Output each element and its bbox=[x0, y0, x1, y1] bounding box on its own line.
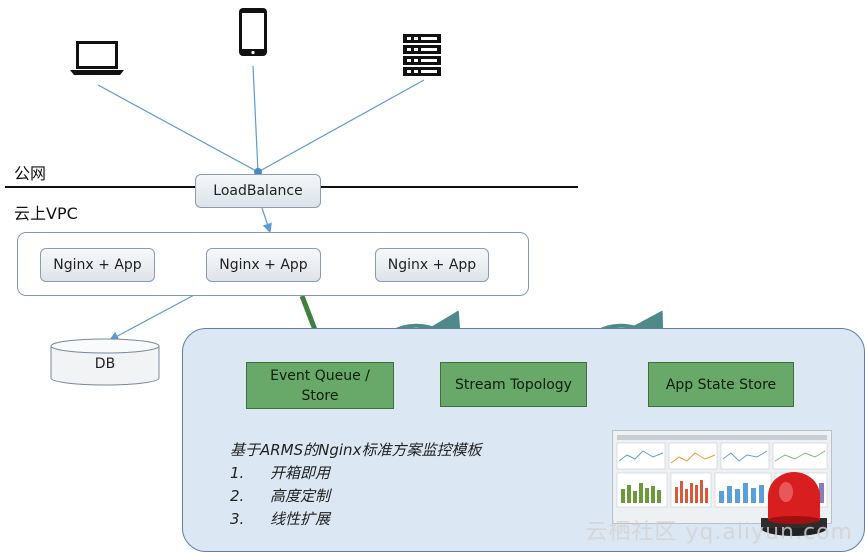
watermark-text: 云栖社区 yq.aliyun.com bbox=[585, 520, 853, 545]
vpc-label: 云上VPC bbox=[14, 204, 78, 223]
lb-to-apps-link bbox=[261, 207, 272, 234]
load-balancer-label: LoadBalance bbox=[213, 183, 303, 199]
smartphone-icon bbox=[239, 8, 267, 56]
laptop-link bbox=[97, 84, 259, 173]
arms-note-text: 开箱即用 bbox=[270, 464, 331, 482]
arms-notes-title: 基于ARMS的Nginx标准方案监控模板 bbox=[230, 441, 482, 459]
arms-note-number: 3. bbox=[230, 510, 245, 528]
server-link bbox=[257, 79, 425, 173]
laptop-icon bbox=[70, 41, 124, 75]
app-node-3: Nginx + App bbox=[375, 248, 489, 282]
app-node-1: Nginx + App bbox=[40, 248, 155, 282]
app-node-label: Nginx + App bbox=[53, 257, 142, 273]
app-node-label: Nginx + App bbox=[387, 257, 477, 273]
public-network-label: 公网 bbox=[14, 164, 47, 183]
database-label: DB bbox=[94, 356, 116, 372]
event-queue-line-1: Event Queue / bbox=[270, 367, 370, 384]
arms-note-number: 2. bbox=[230, 487, 245, 505]
arms-note-item: 2. 高度定制 bbox=[230, 485, 481, 508]
alarm-siren-icon bbox=[761, 472, 827, 536]
app-node-2: Nginx + App bbox=[206, 248, 321, 282]
app-node-label: Nginx + App bbox=[219, 257, 308, 273]
event-queue-store-stage: Event Queue / Store bbox=[246, 362, 394, 409]
apps-to-db-link bbox=[108, 293, 197, 341]
phone-link bbox=[252, 65, 259, 173]
app-state-store-stage: App State Store bbox=[648, 362, 794, 407]
arms-note-item: 1. 开箱即用 bbox=[230, 462, 481, 485]
stream-topology-label: Stream Topology bbox=[455, 376, 572, 393]
arms-note-item: 3. 线性扩展 bbox=[230, 508, 481, 531]
arms-note-number: 1. bbox=[230, 464, 245, 482]
arms-note-text: 线性扩展 bbox=[270, 510, 331, 528]
stream-topology-stage: Stream Topology bbox=[440, 362, 587, 407]
load-balancer-node: LoadBalance bbox=[195, 174, 321, 208]
arms-notes: 基于ARMS的Nginx标准方案监控模板 1. 开箱即用 2. 高度定制 3. 线性扩… bbox=[230, 439, 481, 531]
app-state-store-label: App State Store bbox=[665, 376, 777, 393]
database-cylinder-icon bbox=[50, 338, 160, 386]
event-queue-line-2: Store bbox=[301, 387, 339, 404]
server-icon bbox=[403, 34, 441, 76]
arms-note-text: 高度定制 bbox=[270, 487, 331, 505]
